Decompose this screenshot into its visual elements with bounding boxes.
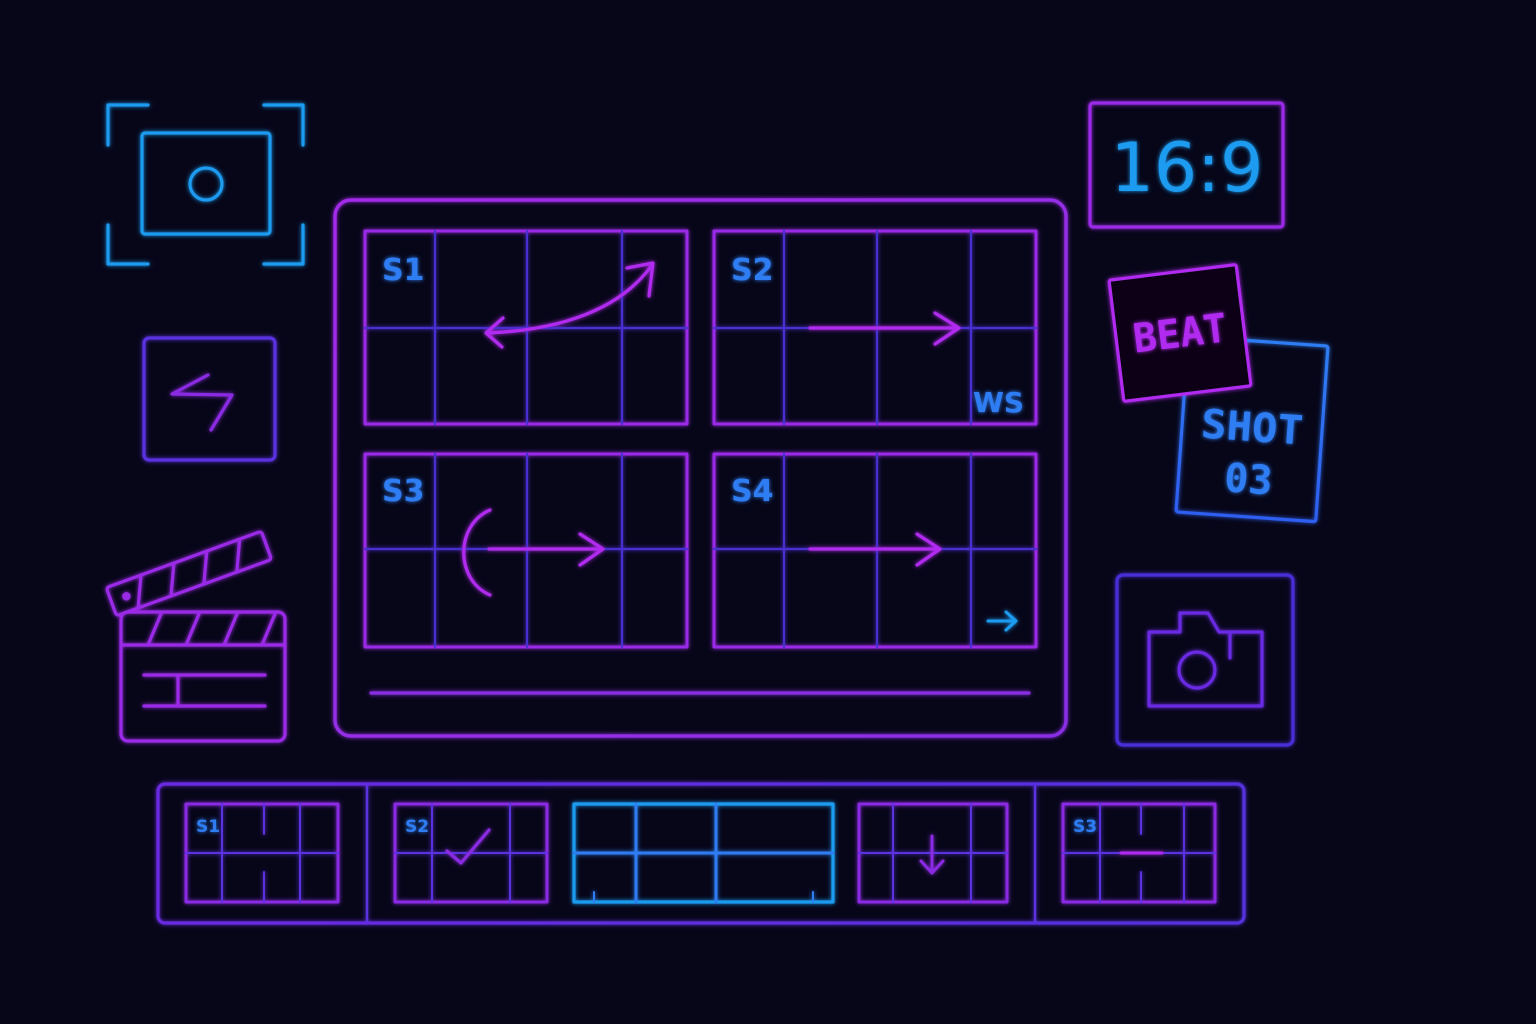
camera-move-arrow [462, 508, 605, 597]
clip-label: S3 [1073, 817, 1097, 837]
down-arrow-icon [919, 834, 945, 875]
timeline-clip[interactable] [184, 802, 340, 904]
clapperboard-icon[interactable] [105, 530, 287, 743]
camera-move-arrow [484, 261, 655, 349]
camera-icon[interactable] [1115, 573, 1295, 747]
panel-label: S3 [382, 474, 424, 509]
camera-focus-icon[interactable] [106, 103, 305, 266]
panel-label: S4 [731, 474, 773, 509]
beat-card[interactable] [1107, 263, 1253, 403]
storyboard-panel[interactable] [363, 229, 689, 426]
storyboard-panel[interactable] [712, 229, 1038, 426]
beat-card-label: BEAT [1131, 305, 1230, 362]
small-arrow-icon [986, 610, 1018, 632]
shot-card[interactable] [1174, 334, 1330, 524]
timeline-clip[interactable] [1061, 802, 1217, 904]
aspect-ratio-box[interactable] [1088, 101, 1285, 229]
camera-move-arrow [808, 311, 961, 346]
storyboard-panel[interactable] [363, 452, 689, 649]
clip-label: S1 [196, 817, 220, 837]
panel-label: S1 [382, 253, 424, 288]
timeline-clip-selected[interactable] [572, 802, 835, 904]
panel-label: S2 [731, 253, 773, 288]
transition-swap-icon[interactable] [142, 336, 277, 462]
aspect-ratio-label: 16:9 [1111, 129, 1264, 208]
clip-label: S2 [405, 817, 429, 837]
timeline [156, 782, 1246, 925]
camera-move-arrow [808, 532, 942, 567]
panel-shot-tag: WS [973, 386, 1024, 419]
timeline-clip[interactable] [857, 802, 1009, 904]
storyboard-panel[interactable] [712, 452, 1038, 649]
shot-card-number: 03 [1223, 455, 1274, 504]
check-icon [445, 828, 491, 865]
storyboard-frame [333, 198, 1068, 738]
shot-card-label: SHOT [1200, 402, 1305, 455]
timeline-clip[interactable] [393, 802, 549, 904]
